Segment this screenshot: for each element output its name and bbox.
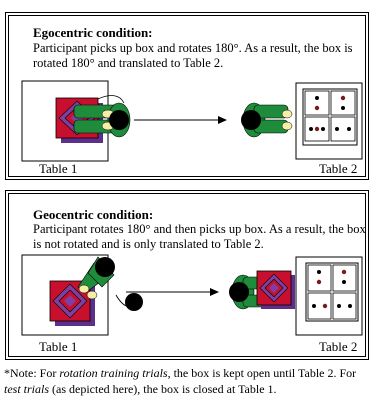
- egocentric-diagram: [21, 80, 363, 162]
- table-1-label: Table 1: [39, 161, 78, 176]
- box-icon: [256, 270, 295, 309]
- note-middle: , the box is kept open until Table 2. Fo…: [167, 366, 357, 380]
- egocentric-description: Participant picks up box and rotates 180…: [33, 41, 353, 70]
- open-box-icon: [302, 88, 358, 146]
- geocentric-diagram: [21, 254, 363, 336]
- table-2-label: Table 2: [319, 339, 358, 354]
- participant-icon: [77, 256, 115, 300]
- participant-icon: [125, 293, 143, 311]
- table-1-label: Table 1: [39, 339, 78, 354]
- participant-icon: [73, 95, 131, 138]
- arrow-head: [210, 288, 219, 296]
- egocentric-title: Egocentric condition:: [33, 25, 153, 40]
- geocentric-title: Geocentric condition:: [33, 207, 154, 222]
- footnote: *Note: For rotation training trials, the…: [4, 366, 370, 397]
- participant-icon: [241, 102, 293, 138]
- open-box-icon: [305, 262, 359, 322]
- note-term-rotation-training: rotation training trials: [59, 366, 168, 380]
- egocentric-panel: Egocentric condition: Participant picks …: [5, 12, 369, 180]
- box-icon: [49, 280, 95, 326]
- note-suffix: (as depicted here), the box is closed at…: [49, 381, 277, 396]
- note-term-test-trials: test trials: [4, 381, 50, 396]
- geocentric-panel: Geocentric condition: Participant rotate…: [5, 190, 369, 360]
- arrow-head: [218, 116, 227, 124]
- table-2-label: Table 2: [319, 161, 358, 176]
- note-prefix: *Note: For: [4, 366, 60, 380]
- geocentric-description: Participant rotates 180° and then picks …: [33, 222, 366, 251]
